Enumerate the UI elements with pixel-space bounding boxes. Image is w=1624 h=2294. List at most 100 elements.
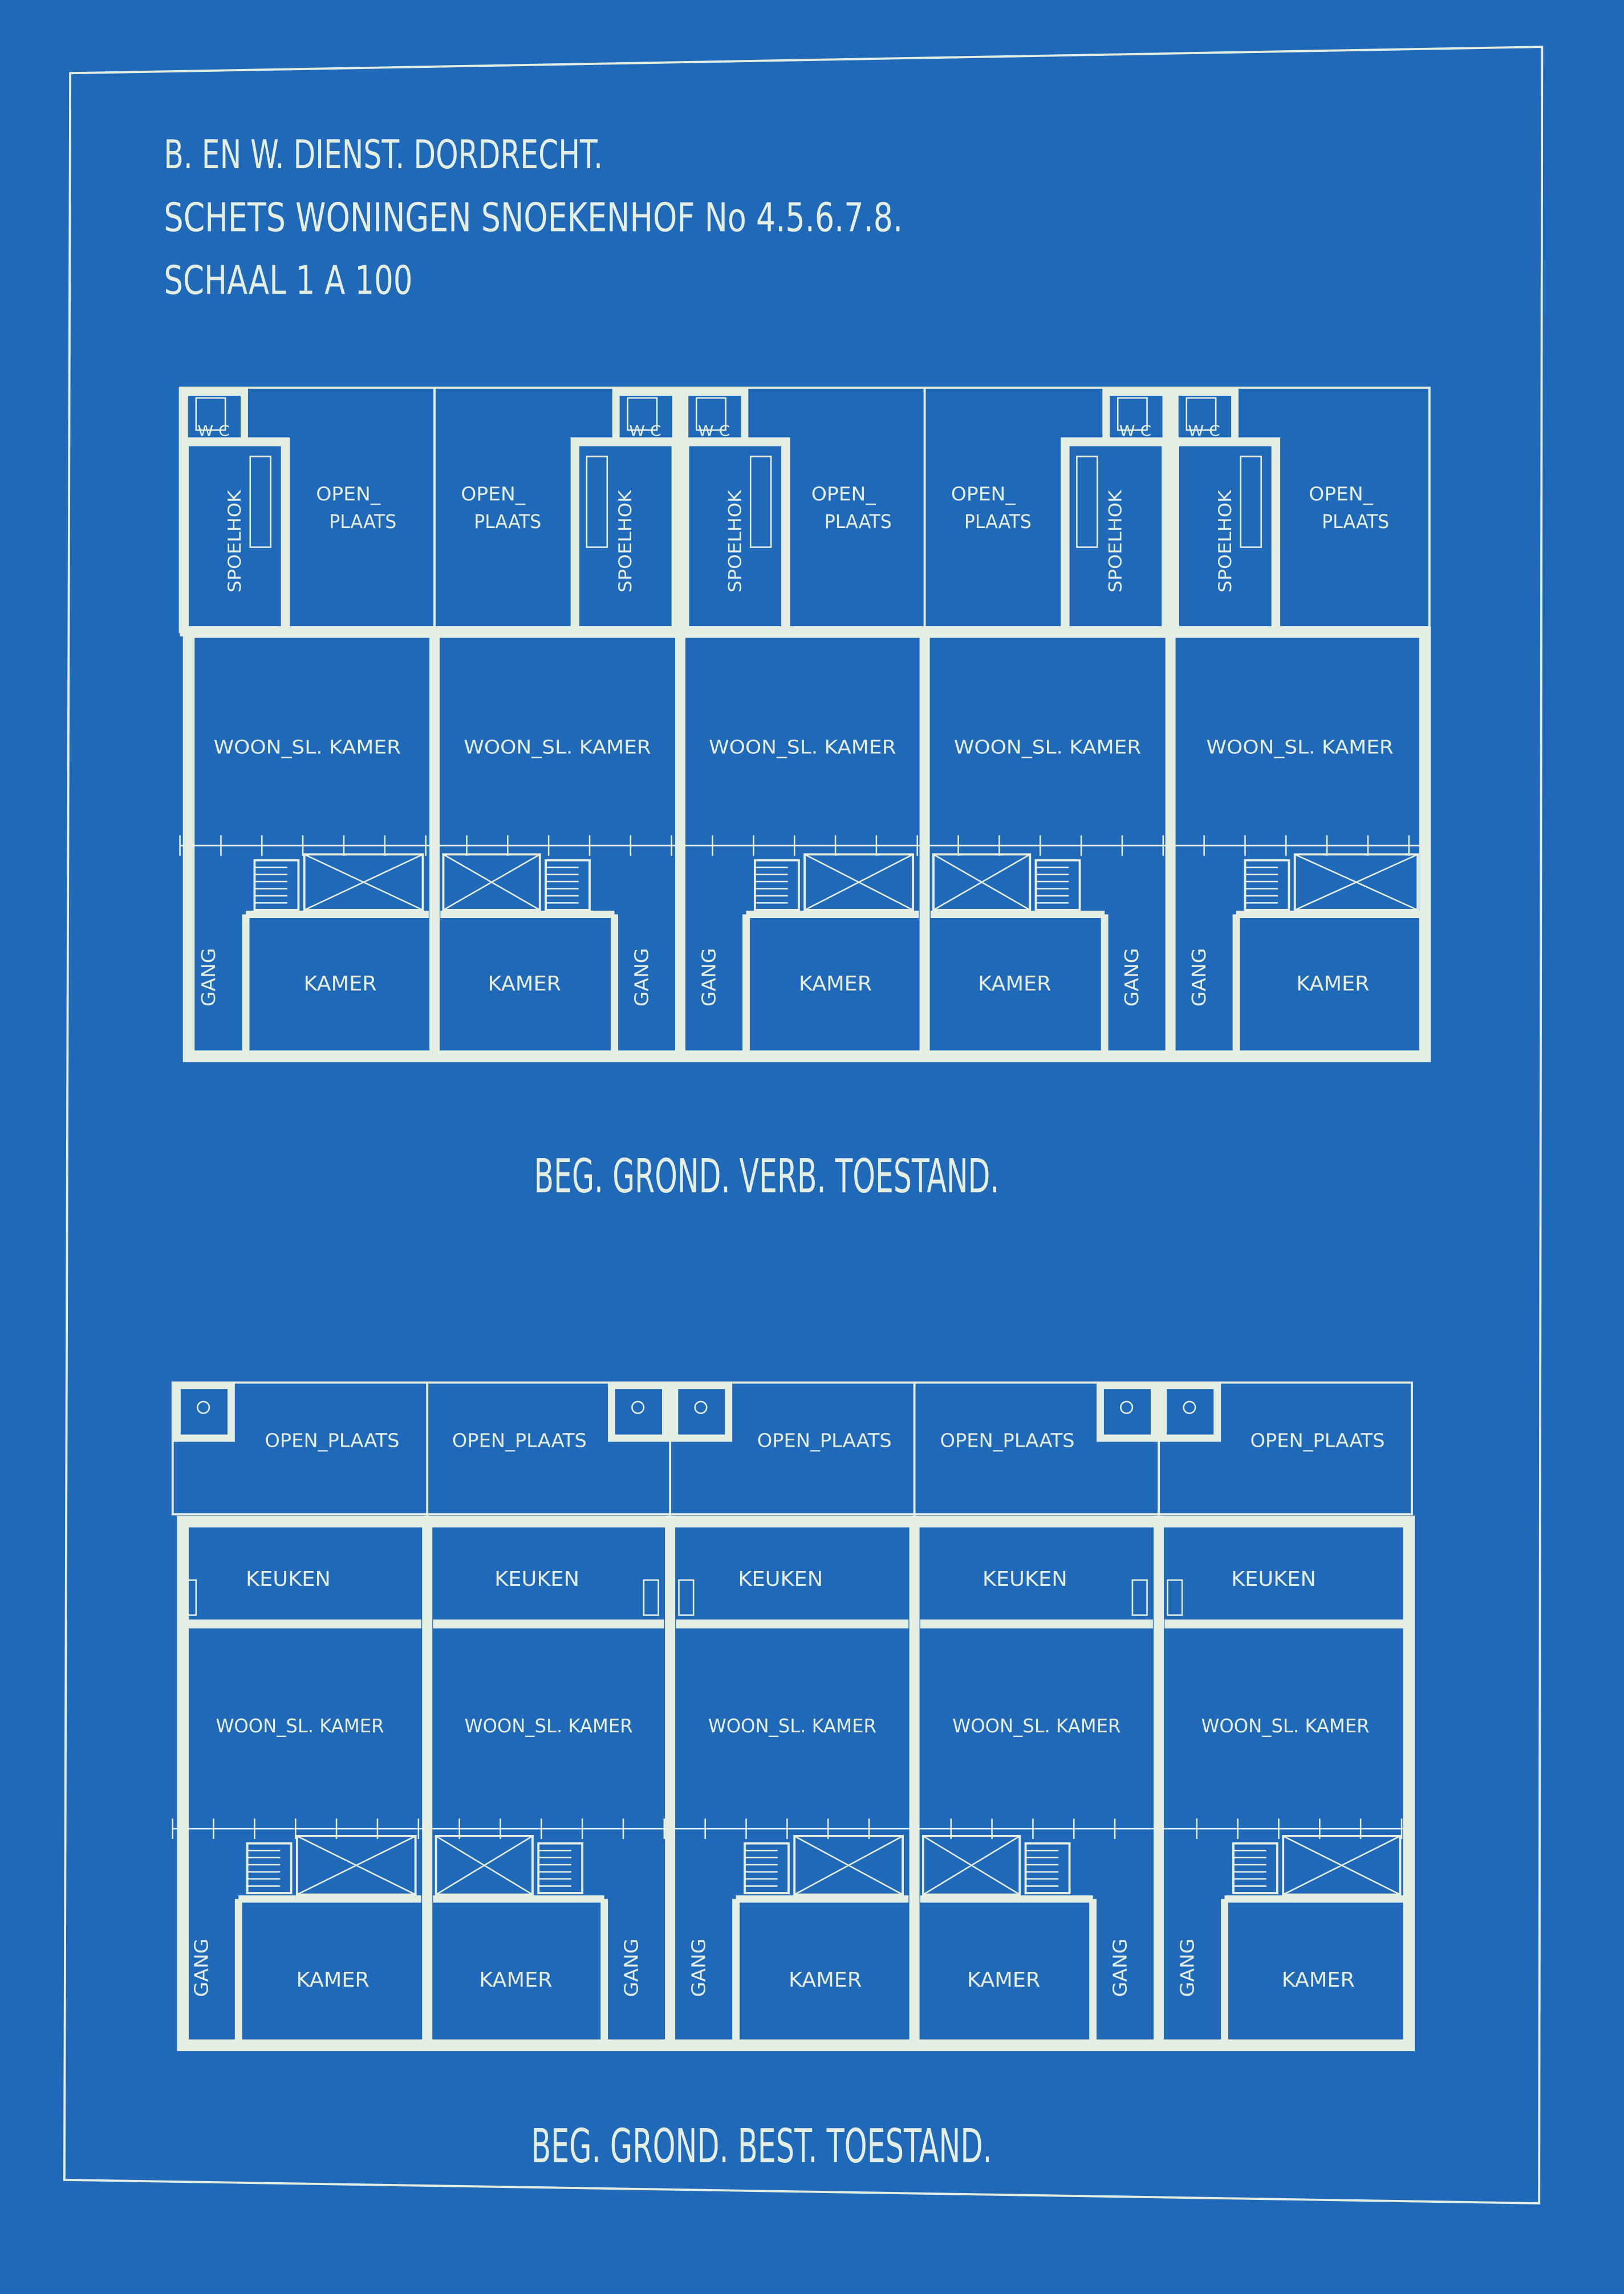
wc-toilet bbox=[1116, 397, 1148, 431]
stair-outline bbox=[246, 1842, 293, 1894]
wc-toilet bbox=[1185, 397, 1217, 431]
sink-icon bbox=[249, 456, 271, 548]
void-cross bbox=[435, 1835, 533, 1895]
kamer-label: KAMER bbox=[1296, 972, 1369, 996]
stair-outline bbox=[1244, 859, 1290, 911]
open-plaats-label: OPEN_ bbox=[951, 482, 1016, 505]
void-cross bbox=[923, 1835, 1021, 1895]
spoelhok-wall bbox=[570, 437, 681, 637]
kamer-label: KAMER bbox=[1282, 1968, 1355, 1992]
stair-icon bbox=[537, 1842, 584, 1894]
yard-boundary bbox=[171, 1381, 1413, 1516]
spoelhok-wall bbox=[180, 437, 290, 637]
chimney-icon bbox=[643, 1579, 659, 1616]
woon-sl-kamer-label: WOON_SL. KAMER bbox=[214, 736, 401, 758]
open-plaats-label: OPEN_PLAATS bbox=[940, 1429, 1075, 1451]
wc-toilet-icon bbox=[694, 1400, 708, 1414]
void-cross bbox=[794, 1835, 903, 1895]
title-block: B. EN W. DIENST. DORDRECHT. SCHETS WONIN… bbox=[164, 132, 903, 304]
sink-icon bbox=[586, 456, 608, 548]
woon-sl-kamer-label: WOON_SL. KAMER bbox=[1201, 1715, 1369, 1737]
kamer-label: KAMER bbox=[303, 972, 376, 996]
floor-plan-existing: W C SPOELHOK OPEN_ PLAATS WOON_SL. KAMER GANG… bbox=[178, 386, 1431, 1062]
wc-toilet bbox=[696, 397, 726, 431]
floor-plan-proposed: OPEN_PLAATS KEUKEN WOON_SL. KAMER GANG KAMER… bbox=[171, 1381, 1415, 2052]
chimney-icon bbox=[180, 1579, 197, 1616]
woon-sl-kamer-label: WOON_SL. KAMER bbox=[952, 1715, 1120, 1737]
void-cross bbox=[1294, 854, 1418, 911]
woon-sl-kamer-label: WOON_SL. KAMER bbox=[216, 1715, 384, 1737]
wc-toilet-icon bbox=[1183, 1400, 1196, 1414]
stair-icon bbox=[253, 859, 300, 911]
void-cross bbox=[1282, 1835, 1401, 1895]
stair-outline bbox=[253, 859, 300, 911]
open-plaats-label: OPEN_ bbox=[461, 482, 526, 505]
wc-label: W C bbox=[698, 423, 730, 440]
wc-label: W C bbox=[197, 423, 229, 440]
gang-label: GANG bbox=[631, 948, 653, 1007]
stair-icon bbox=[1024, 1842, 1071, 1894]
open-plaats-label: PLAATS bbox=[474, 510, 541, 533]
wc-wall bbox=[671, 1382, 733, 1442]
chimney-icon bbox=[1131, 1579, 1148, 1616]
wc-label: W C bbox=[629, 423, 661, 440]
gang-label: GANG bbox=[190, 1939, 212, 1997]
stair-icon bbox=[754, 859, 800, 911]
wc-wall bbox=[173, 1382, 235, 1442]
gang-label: GANG bbox=[197, 948, 220, 1007]
dwelling-unit: OPEN_PLAATS KEUKEN WOON_SL. KAMER GANG KAMER bbox=[173, 1382, 433, 2051]
open-plaats-label: OPEN_ bbox=[1309, 482, 1374, 505]
spoelhok-label: SPOELHOK bbox=[1106, 489, 1126, 592]
kamer-label: KAMER bbox=[297, 1968, 370, 1992]
chimney-icon bbox=[678, 1579, 695, 1616]
wc-label: W C bbox=[1188, 423, 1220, 440]
spoelhok-label: SPOELHOK bbox=[725, 489, 746, 592]
stair-void-icon bbox=[303, 853, 424, 911]
chimney-icon bbox=[1167, 1579, 1183, 1616]
sink-icon bbox=[1240, 456, 1262, 548]
plan-caption-existing: BEG. GROND. VERB. TOESTAND. bbox=[534, 1150, 1000, 1204]
kamer-label: KAMER bbox=[479, 1968, 552, 1992]
open-plaats-label: PLAATS bbox=[1322, 510, 1389, 533]
spoelhok-wall bbox=[680, 437, 790, 637]
stair-outline bbox=[1034, 859, 1081, 911]
gang-label: GANG bbox=[1188, 948, 1210, 1007]
wc-wall bbox=[608, 1382, 669, 1442]
woon-sl-kamer-label: WOON_SL. KAMER bbox=[1206, 736, 1393, 758]
keuken-label: KEUKEN bbox=[1231, 1568, 1316, 1591]
void-cross bbox=[933, 854, 1030, 911]
sink-icon bbox=[1076, 456, 1098, 548]
gang-label: GANG bbox=[698, 948, 720, 1007]
wc-toilet-icon bbox=[1120, 1400, 1134, 1414]
stair-outline bbox=[1232, 1842, 1278, 1894]
stair-icon bbox=[1232, 1842, 1278, 1894]
void-outline bbox=[303, 853, 424, 911]
void-outline bbox=[435, 1835, 534, 1896]
keuken-label: KEUKEN bbox=[246, 1568, 331, 1591]
woon-sl-kamer-label: WOON_SL. KAMER bbox=[708, 1715, 876, 1737]
void-outline bbox=[1293, 853, 1419, 911]
stair-void-icon bbox=[932, 853, 1032, 911]
open-plaats-label: OPEN_PLAATS bbox=[1250, 1429, 1385, 1451]
open-plaats-label: PLAATS bbox=[964, 510, 1032, 533]
spoelhok-wall bbox=[1061, 437, 1171, 637]
wc-toilet bbox=[627, 397, 658, 431]
gang-label: GANG bbox=[688, 1939, 710, 1997]
gang-label: GANG bbox=[1109, 1939, 1131, 1997]
void-cross bbox=[804, 854, 914, 911]
stair-void-icon bbox=[295, 1835, 417, 1896]
kamer-label: KAMER bbox=[978, 972, 1051, 996]
open-plaats-label: OPEN_PLAATS bbox=[452, 1429, 587, 1451]
void-outline bbox=[922, 1835, 1021, 1896]
stair-icon bbox=[744, 1842, 790, 1894]
keuken-label: KEUKEN bbox=[738, 1568, 823, 1591]
open-plaats-label: OPEN_PLAATS bbox=[265, 1429, 399, 1451]
